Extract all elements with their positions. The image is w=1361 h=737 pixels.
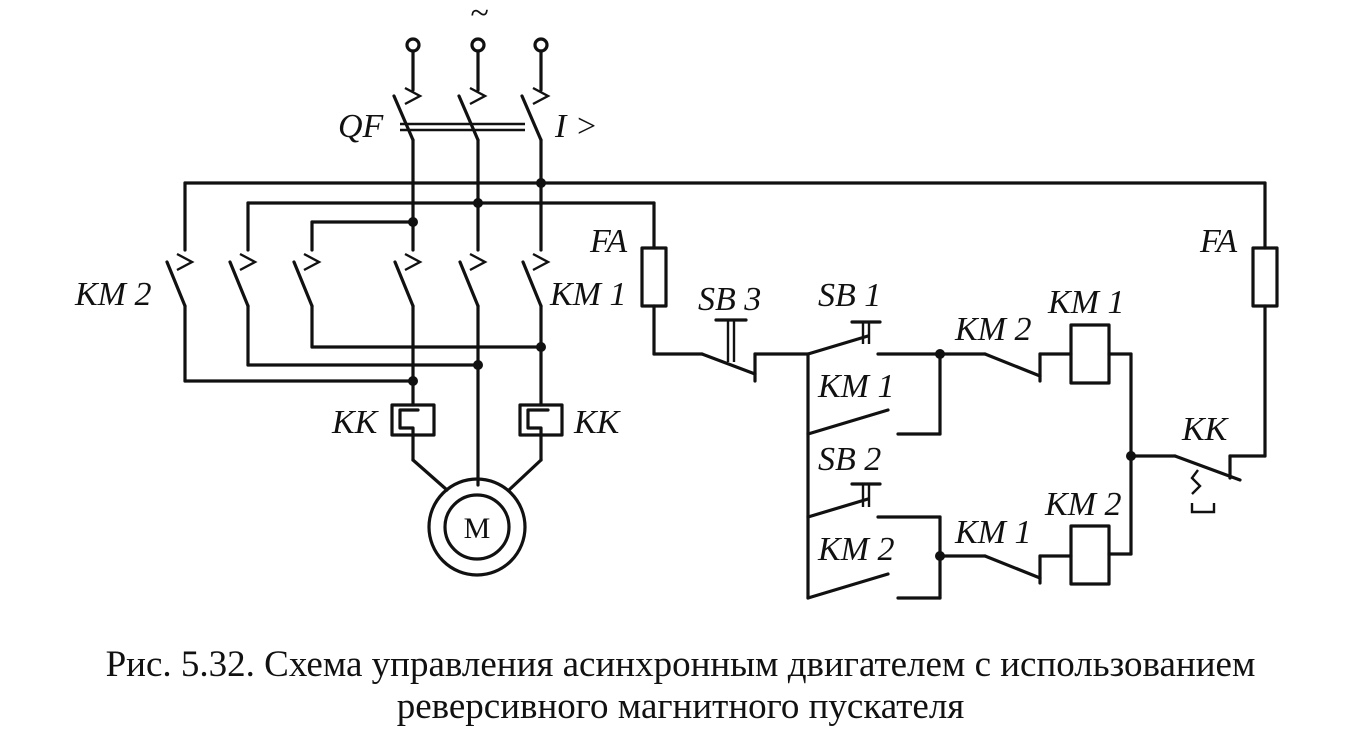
thermal-left-label: KK [331, 404, 380, 441]
fuse-right-label: FA [1199, 223, 1237, 260]
fuse-left-label: FA [589, 223, 627, 260]
km1-interlock-label: KM 1 [954, 514, 1032, 551]
power-buses [183, 178, 1267, 252]
km2-power-label: KM 2 [74, 276, 152, 313]
control-circuit [640, 181, 1279, 600]
caption-line-1: Рис. 5.32. Схема управления асинхронным … [105, 644, 1256, 685]
caption-line-2: реверсивного магнитного пускателя [396, 686, 965, 727]
km2-hold-label: KM 2 [817, 531, 895, 568]
thermal-right-label: KK [573, 404, 622, 441]
km1-hold-label: KM 1 [817, 368, 895, 405]
sb2-label: SB 2 [818, 441, 881, 478]
km1-coil-label: KM 1 [1047, 284, 1125, 321]
km2-coil-label: KM 2 [1044, 486, 1122, 523]
breaker-qf [392, 86, 551, 252]
motor [411, 363, 543, 577]
overcurrent-label: I > [554, 108, 598, 145]
motor-label: M [464, 512, 491, 545]
km1-power-label: KM 1 [549, 276, 627, 313]
thermal-heater-left [390, 403, 436, 438]
kk-contact-label: KK [1181, 411, 1230, 448]
thermal-heater-right [518, 403, 564, 438]
breaker-label: QF [338, 108, 385, 145]
figure-caption: Рис. 5.32. Схема управления асинхронным … [0, 644, 1361, 728]
km2-interlock-label: KM 2 [954, 311, 1032, 348]
ac-symbol: ~ [470, 0, 488, 32]
reversing-starter-schematic: ~ QF I > [74, 0, 1279, 600]
sb1-label: SB 1 [818, 277, 881, 314]
sb3-label: SB 3 [698, 281, 761, 318]
supply-terminals [405, 37, 549, 92]
contactor-main-contacts [165, 252, 551, 407]
